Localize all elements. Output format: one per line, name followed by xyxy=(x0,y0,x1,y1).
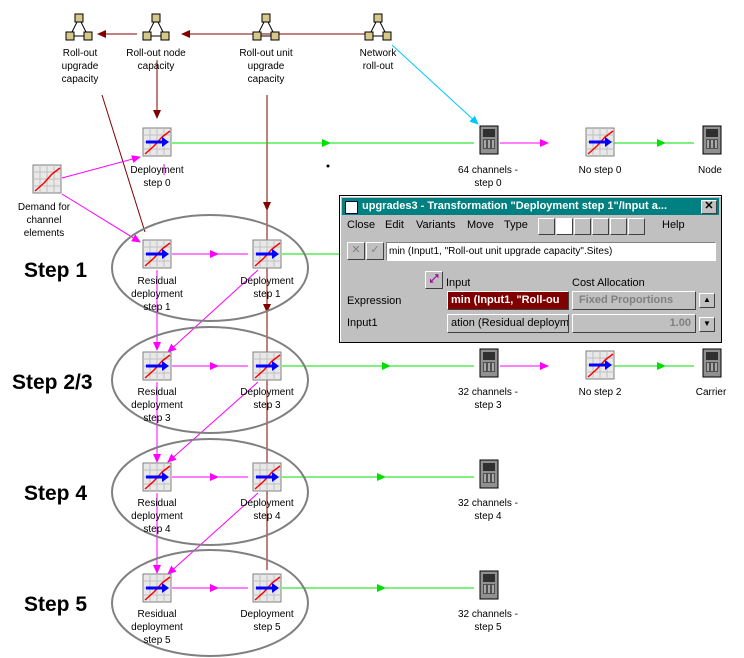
scroll-up-button[interactable]: ▲ xyxy=(699,293,715,308)
transformation-icon[interactable] xyxy=(252,239,282,269)
formula-text: min (Input1, "Roll-out unit upgrade capa… xyxy=(389,246,613,257)
transformation-icon[interactable] xyxy=(32,164,62,194)
node-label: Residual deployment step 5 xyxy=(131,609,183,646)
row-label-expression: Expression xyxy=(347,295,402,307)
equipment-icon[interactable] xyxy=(474,459,504,489)
transformation-icon[interactable] xyxy=(252,351,282,381)
cancel-button[interactable]: ✕ xyxy=(347,242,365,260)
formula-field[interactable]: min (Input1, "Roll-out unit upgrade capa… xyxy=(386,242,716,261)
input1-value: ation (Residual deployme xyxy=(451,317,569,329)
column-header-cost: Cost Allocation xyxy=(572,277,645,289)
magenta-flows xyxy=(61,139,549,592)
title-bar[interactable]: upgrades3 - Transformation "Deployment s… xyxy=(342,198,719,215)
menu-help[interactable]: Help xyxy=(662,219,685,231)
equipment-icon[interactable] xyxy=(474,348,504,378)
equipment-icon[interactable] xyxy=(474,570,504,600)
transformation-icon[interactable] xyxy=(142,462,172,492)
equipment-icon[interactable] xyxy=(474,125,504,155)
transformation-icon[interactable] xyxy=(585,127,615,157)
menu-close[interactable]: Close xyxy=(347,219,376,231)
node-label: 32 channels - step 5 xyxy=(457,609,519,633)
node-label: Deployment step 0 xyxy=(130,165,184,189)
close-icon[interactable]: ✕ xyxy=(701,200,717,214)
step-label: Step 2/3 xyxy=(12,371,93,394)
node-label: Roll-out upgrade capacity xyxy=(61,48,99,85)
expression-value: min (Input1, "Roll-ou xyxy=(451,294,560,306)
node-label: No step 2 xyxy=(578,387,622,398)
node-label: Demand for channel elements xyxy=(17,202,71,239)
input1-cell[interactable]: ation (Residual deployme xyxy=(447,314,569,333)
node-label: Network roll-out xyxy=(359,48,397,72)
node-label: Deployment step 1 xyxy=(240,276,294,300)
cost-allocation-value: Fixed Proportions xyxy=(579,294,674,306)
network-icon[interactable] xyxy=(141,12,171,42)
row-label-input1: Input1 xyxy=(347,317,378,329)
toolbar-button[interactable] xyxy=(610,218,627,235)
node-label: Roll-out unit upgrade capacity xyxy=(239,48,293,85)
input1-weight-cell[interactable]: 1.00 xyxy=(572,314,696,333)
menu-edit[interactable]: Edit xyxy=(385,219,404,231)
equipment-icon[interactable] xyxy=(697,348,727,378)
node-label: Roll-out node capacity xyxy=(126,48,186,72)
network-icon[interactable] xyxy=(251,12,281,42)
toolbar-button[interactable] xyxy=(574,218,591,235)
transformation-icon[interactable] xyxy=(142,239,172,269)
expression-cell[interactable]: min (Input1, "Roll-ou xyxy=(447,291,569,310)
transformation-icon[interactable] xyxy=(252,573,282,603)
transformation-dialog: upgrades3 - Transformation "Deployment s… xyxy=(339,195,722,343)
menu-type[interactable]: Type xyxy=(504,219,528,231)
column-header-input: Input xyxy=(446,277,471,289)
step-label: Step 1 xyxy=(24,259,88,282)
network-icon[interactable] xyxy=(64,12,94,42)
toolbar-button[interactable] xyxy=(556,218,573,235)
node-label: Residual deployment step 3 xyxy=(131,387,183,424)
node-label: Residual deployment step 1 xyxy=(131,276,183,313)
node-label: 32 channels - step 4 xyxy=(457,498,519,522)
network-icon[interactable] xyxy=(363,12,393,42)
step-ellipses xyxy=(111,214,309,657)
node-label: Carrier xyxy=(695,387,727,398)
node-label: Deployment step 5 xyxy=(240,609,294,633)
node-label: 64 channels - step 0 xyxy=(457,165,519,189)
network-link xyxy=(391,44,479,125)
step-label: Step 5 xyxy=(24,593,88,616)
toolbar-button[interactable] xyxy=(592,218,609,235)
node-label: Node xyxy=(698,165,722,176)
accept-button[interactable]: ✓ xyxy=(366,242,384,260)
menu-variants[interactable]: Variants xyxy=(416,219,456,231)
toolbar-button[interactable] xyxy=(628,218,645,235)
scroll-down-button[interactable]: ▼ xyxy=(699,317,715,332)
cost-allocation-cell[interactable]: Fixed Proportions xyxy=(572,291,696,310)
transformation-icon[interactable] xyxy=(142,573,172,603)
transformation-icon[interactable] xyxy=(142,351,172,381)
green-flows xyxy=(172,139,694,592)
node-label: Deployment step 4 xyxy=(240,498,294,522)
menu-move[interactable]: Move xyxy=(467,219,494,231)
expand-button[interactable]: ⤢ xyxy=(425,271,443,289)
transformation-icon[interactable] xyxy=(585,350,615,380)
step-label: Step 4 xyxy=(24,482,88,505)
node-label: No step 0 xyxy=(578,165,622,176)
input1-weight-value: 1.00 xyxy=(669,317,691,329)
table-icon xyxy=(345,201,358,214)
node-label: 32 channels - step 3 xyxy=(457,387,519,411)
toolbar-button[interactable] xyxy=(538,218,555,235)
equipment-icon[interactable] xyxy=(697,125,727,155)
transformation-icon[interactable] xyxy=(142,127,172,157)
transformation-icon[interactable] xyxy=(252,462,282,492)
node-label: Deployment step 3 xyxy=(240,387,294,411)
window-title: upgrades3 - Transformation "Deployment s… xyxy=(362,200,668,212)
node-label: Residual deployment step 4 xyxy=(131,498,183,535)
